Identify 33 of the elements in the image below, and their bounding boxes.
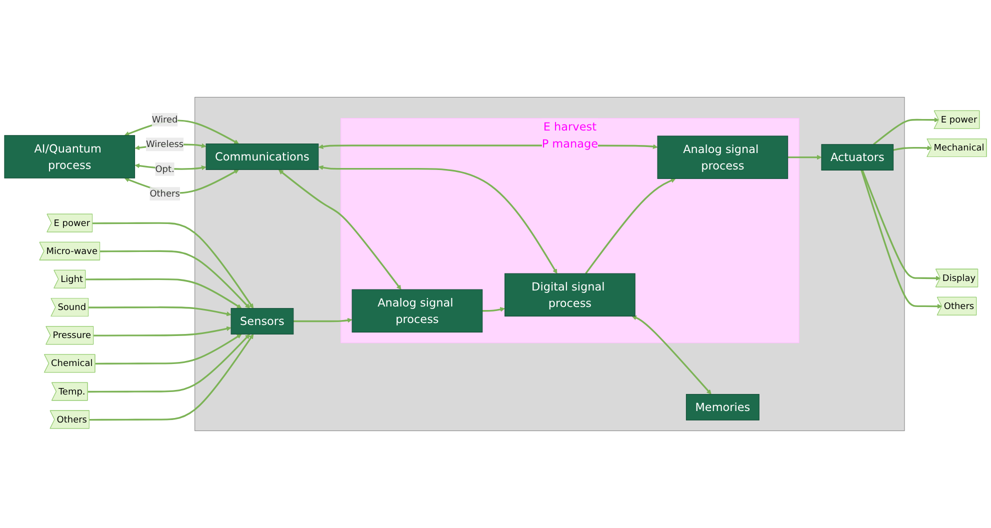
arrow [278, 170, 402, 290]
arrow [94, 326, 232, 336]
arrow [482, 307, 506, 312]
arrow [632, 315, 712, 394]
node-box: Memories [686, 394, 760, 420]
edge-label: Wired [152, 114, 178, 125]
node-box: Sensors [230, 308, 294, 334]
node-box: Actuators [821, 144, 894, 170]
arrow [318, 165, 558, 274]
arrow [92, 222, 254, 309]
node-box: Analog signal process [352, 289, 483, 332]
arrow [893, 146, 932, 151]
arrow [873, 117, 940, 146]
arrow [134, 163, 206, 170]
arrow [88, 334, 250, 393]
arrow [86, 278, 242, 309]
edge-label: Opt. [155, 163, 174, 174]
edge-label: Others [150, 188, 180, 199]
cluster [194, 96, 905, 432]
arrow [293, 318, 352, 323]
arrow [585, 178, 676, 274]
arrow [95, 334, 242, 365]
arrow [100, 250, 250, 309]
arrow [90, 334, 254, 421]
edge-label: Wireless [146, 138, 184, 150]
node-box: Digital signal process [504, 273, 636, 316]
node-box: Analog signal process [657, 136, 788, 179]
arrow [862, 170, 941, 281]
arrow [788, 154, 822, 160]
arrow [860, 170, 942, 309]
node-box: AI/Quantum process [4, 135, 136, 178]
arrow [88, 306, 232, 316]
node-box: Communications [206, 144, 319, 170]
